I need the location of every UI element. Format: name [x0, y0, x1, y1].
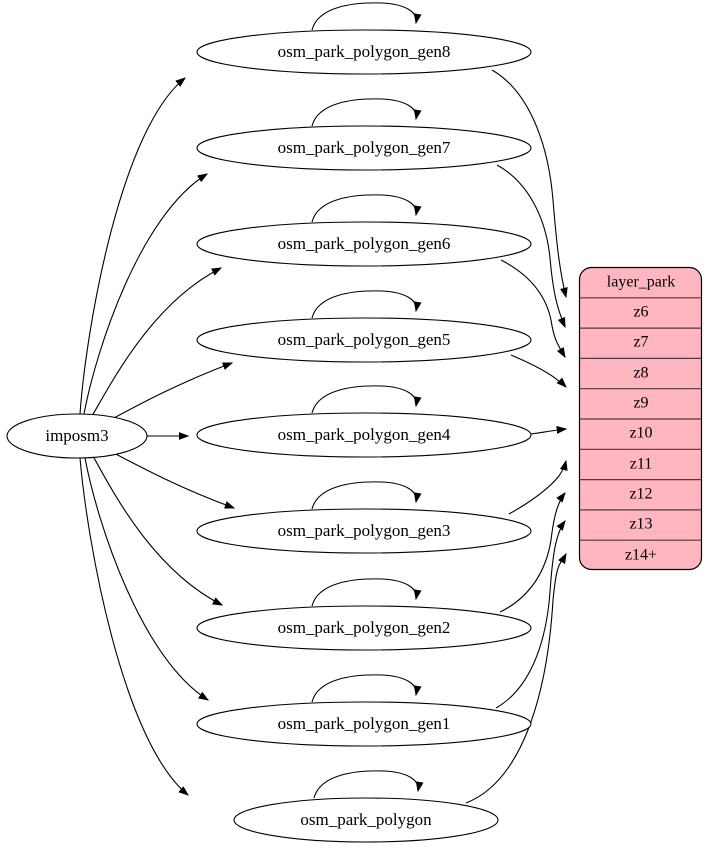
gen4-label: osm_park_polygon_gen4: [278, 425, 451, 444]
node-gen8[interactable]: osm_park_polygon_gen8: [196, 29, 532, 75]
node-gen3[interactable]: osm_park_polygon_gen3: [196, 508, 532, 554]
self-loop-gen6: [311, 194, 416, 223]
gen7-ellipse[interactable]: [196, 125, 532, 171]
gen8-ellipse[interactable]: [196, 29, 532, 75]
gen6-ellipse[interactable]: [196, 221, 532, 267]
edge-gen6-to-z8: [500, 259, 565, 357]
edge-imposm3-to-gen3: [111, 451, 234, 508]
base-label: osm_park_polygon: [300, 810, 432, 829]
edge-base-to-z14plus: [465, 554, 566, 804]
self-loop-gen4: [311, 385, 416, 414]
imposm3-label: imposm3: [45, 426, 108, 445]
node-gen4[interactable]: osm_park_polygon_gen4: [196, 412, 532, 458]
gen3-ellipse[interactable]: [196, 508, 532, 554]
edge-imposm3-to-gen1: [84, 457, 208, 700]
edge-imposm3-to-gen6: [91, 268, 221, 417]
edge-gen2-to-z12: [499, 493, 565, 613]
layer-park-header-label: layer_park: [607, 274, 675, 291]
edge-gen8-to-z6: [491, 69, 566, 297]
self-loop-gen1: [311, 674, 416, 703]
record-node-layer-park[interactable]: layer_park z6 z7 z8 z9 z10 z11 z12 z13 z…: [578, 266, 703, 571]
gen5-ellipse[interactable]: [196, 317, 532, 363]
self-loop-base: [313, 770, 418, 799]
node-gen2[interactable]: osm_park_polygon_gen2: [196, 605, 532, 651]
edge-gen1-to-z13: [495, 521, 565, 709]
layer-park-row-z10[interactable]: z10: [629, 425, 652, 442]
gen5-label: osm_park_polygon_gen5: [278, 330, 451, 349]
gen2-label: osm_park_polygon_gen2: [278, 618, 451, 637]
node-gen6[interactable]: osm_park_polygon_gen6: [196, 221, 532, 267]
self-loop-edges: [311, 2, 418, 799]
layer-park-row-z14plus[interactable]: z14+: [625, 547, 657, 564]
edge-imposm3-to-base: [79, 457, 188, 795]
self-loop-gen8: [311, 2, 416, 31]
gen1-ellipse[interactable]: [196, 701, 532, 747]
layer-park-row-z7[interactable]: z7: [633, 334, 648, 351]
node-gen1[interactable]: osm_park_polygon_gen1: [196, 701, 532, 747]
layer-park-row-z6[interactable]: z6: [633, 304, 648, 321]
self-loop-gen2: [311, 578, 416, 607]
gen8-label: osm_park_polygon_gen8: [278, 42, 451, 61]
layer-park-row-z11[interactable]: z11: [630, 456, 653, 473]
gen4-ellipse[interactable]: [196, 412, 532, 458]
gen6-label: osm_park_polygon_gen6: [278, 234, 451, 253]
edge-imposm3-to-gen8: [79, 78, 185, 415]
gen1-label: osm_park_polygon_gen1: [278, 714, 451, 733]
self-loop-gen7: [311, 98, 416, 127]
edge-gen7-to-z7: [496, 164, 566, 327]
edge-gen4-to-z10: [530, 429, 566, 435]
edge-imposm3-to-gen7: [83, 174, 207, 415]
edges-to-layer-park: [465, 69, 566, 804]
layer-park-row-z12[interactable]: z12: [629, 486, 652, 503]
imposm3-ellipse[interactable]: [6, 413, 148, 459]
node-gen7[interactable]: osm_park_polygon_gen7: [196, 125, 532, 171]
layer-park-row-z13[interactable]: z13: [629, 516, 652, 533]
layer-park-row-z8[interactable]: z8: [633, 365, 648, 382]
gen3-label: osm_park_polygon_gen3: [278, 521, 451, 540]
gen7-label: osm_park_polygon_gen7: [278, 138, 451, 157]
edge-imposm3-to-gen5: [109, 362, 232, 421]
edge-gen5-to-z9: [510, 354, 566, 387]
self-loop-gen5: [311, 290, 416, 319]
edge-gen3-to-z11: [508, 461, 566, 515]
source-node-imposm3[interactable]: imposm3: [6, 413, 148, 459]
node-gen5[interactable]: osm_park_polygon_gen5: [196, 317, 532, 363]
edge-imposm3-to-gen2: [92, 455, 222, 605]
layer-park-row-z9[interactable]: z9: [633, 395, 648, 412]
gen2-ellipse[interactable]: [196, 605, 532, 651]
base-ellipse[interactable]: [233, 797, 499, 843]
edges-from-imposm3: [79, 78, 234, 795]
self-loop-gen3: [311, 481, 416, 510]
node-osm-park-polygon[interactable]: osm_park_polygon: [233, 797, 499, 843]
